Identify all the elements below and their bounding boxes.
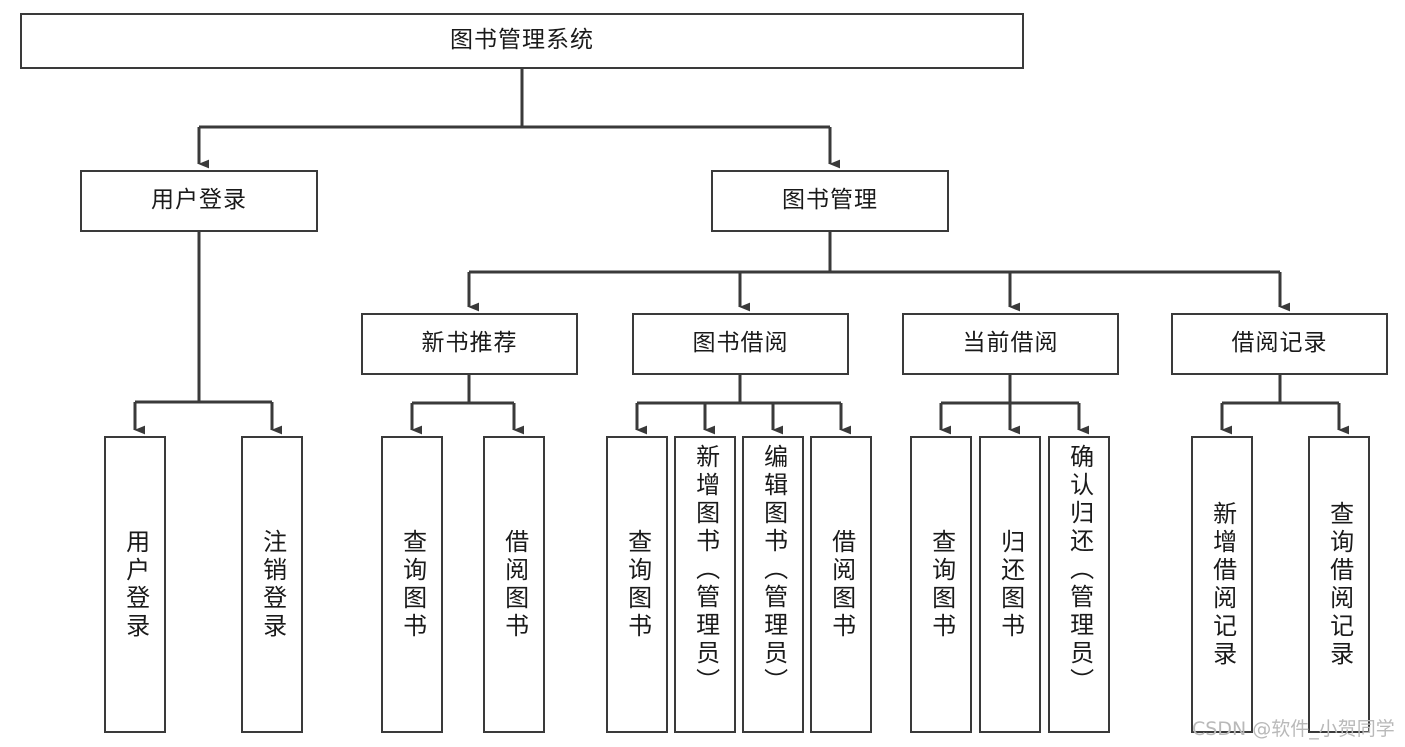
- node-book-borrow[interactable]: 图书借阅: [632, 313, 849, 375]
- leaf-query-borrow-record[interactable]: 查询借阅记录: [1308, 436, 1370, 733]
- node-label: 新增图书（管理员）: [691, 444, 720, 696]
- node-current-borrow[interactable]: 当前借阅: [902, 313, 1119, 375]
- leaf-add-borrow-record[interactable]: 新增借阅记录: [1191, 436, 1253, 733]
- leaf-query-book-current[interactable]: 查询图书: [910, 436, 972, 733]
- node-label: 当前借阅: [962, 330, 1059, 357]
- node-label: 查询图书: [398, 528, 427, 641]
- node-label: 查询借阅记录: [1325, 500, 1354, 669]
- node-label: 查询图书: [927, 528, 956, 641]
- csdn-watermark: CSDN @软件_小贺同学: [1192, 718, 1395, 740]
- node-label: 用户登录: [121, 528, 150, 641]
- node-label: 图书借阅: [692, 330, 789, 357]
- node-label: 编辑图书（管理员）: [759, 444, 788, 696]
- node-label: 确认归还（管理员）: [1065, 444, 1094, 696]
- node-user-login[interactable]: 用户登录: [80, 170, 318, 232]
- node-label: 注销登录: [258, 528, 287, 641]
- leaf-return-book[interactable]: 归还图书: [979, 436, 1041, 733]
- node-label: 借阅图书: [500, 528, 529, 641]
- node-label: 图书管理系统: [450, 27, 594, 54]
- leaf-query-book-borrow[interactable]: 查询图书: [606, 436, 668, 733]
- leaf-borrow-book-recommend[interactable]: 借阅图书: [483, 436, 545, 733]
- node-label: 新增借阅记录: [1208, 500, 1237, 669]
- leaf-logout-login[interactable]: 注销登录: [241, 436, 303, 733]
- leaf-borrow-book[interactable]: 借阅图书: [810, 436, 872, 733]
- node-book-management[interactable]: 图书管理: [711, 170, 949, 232]
- node-label: 查询图书: [623, 528, 652, 641]
- node-label: 图书管理: [782, 187, 878, 214]
- node-label: 借阅记录: [1231, 330, 1328, 357]
- node-borrow-record[interactable]: 借阅记录: [1171, 313, 1388, 375]
- leaf-edit-book-admin[interactable]: 编辑图书（管理员）: [742, 436, 804, 733]
- node-new-book-recommend[interactable]: 新书推荐: [361, 313, 578, 375]
- node-label: 借阅图书: [827, 528, 856, 641]
- leaf-query-book-recommend[interactable]: 查询图书: [381, 436, 443, 733]
- node-root-book-management-system[interactable]: 图书管理系统: [20, 13, 1024, 69]
- leaf-add-book-admin[interactable]: 新增图书（管理员）: [674, 436, 736, 733]
- node-label: 新书推荐: [421, 330, 518, 357]
- leaf-user-login[interactable]: 用户登录: [104, 436, 166, 733]
- leaf-confirm-return-admin[interactable]: 确认归还（管理员）: [1048, 436, 1110, 733]
- node-label: 用户登录: [151, 187, 247, 214]
- node-label: 归还图书: [996, 528, 1025, 641]
